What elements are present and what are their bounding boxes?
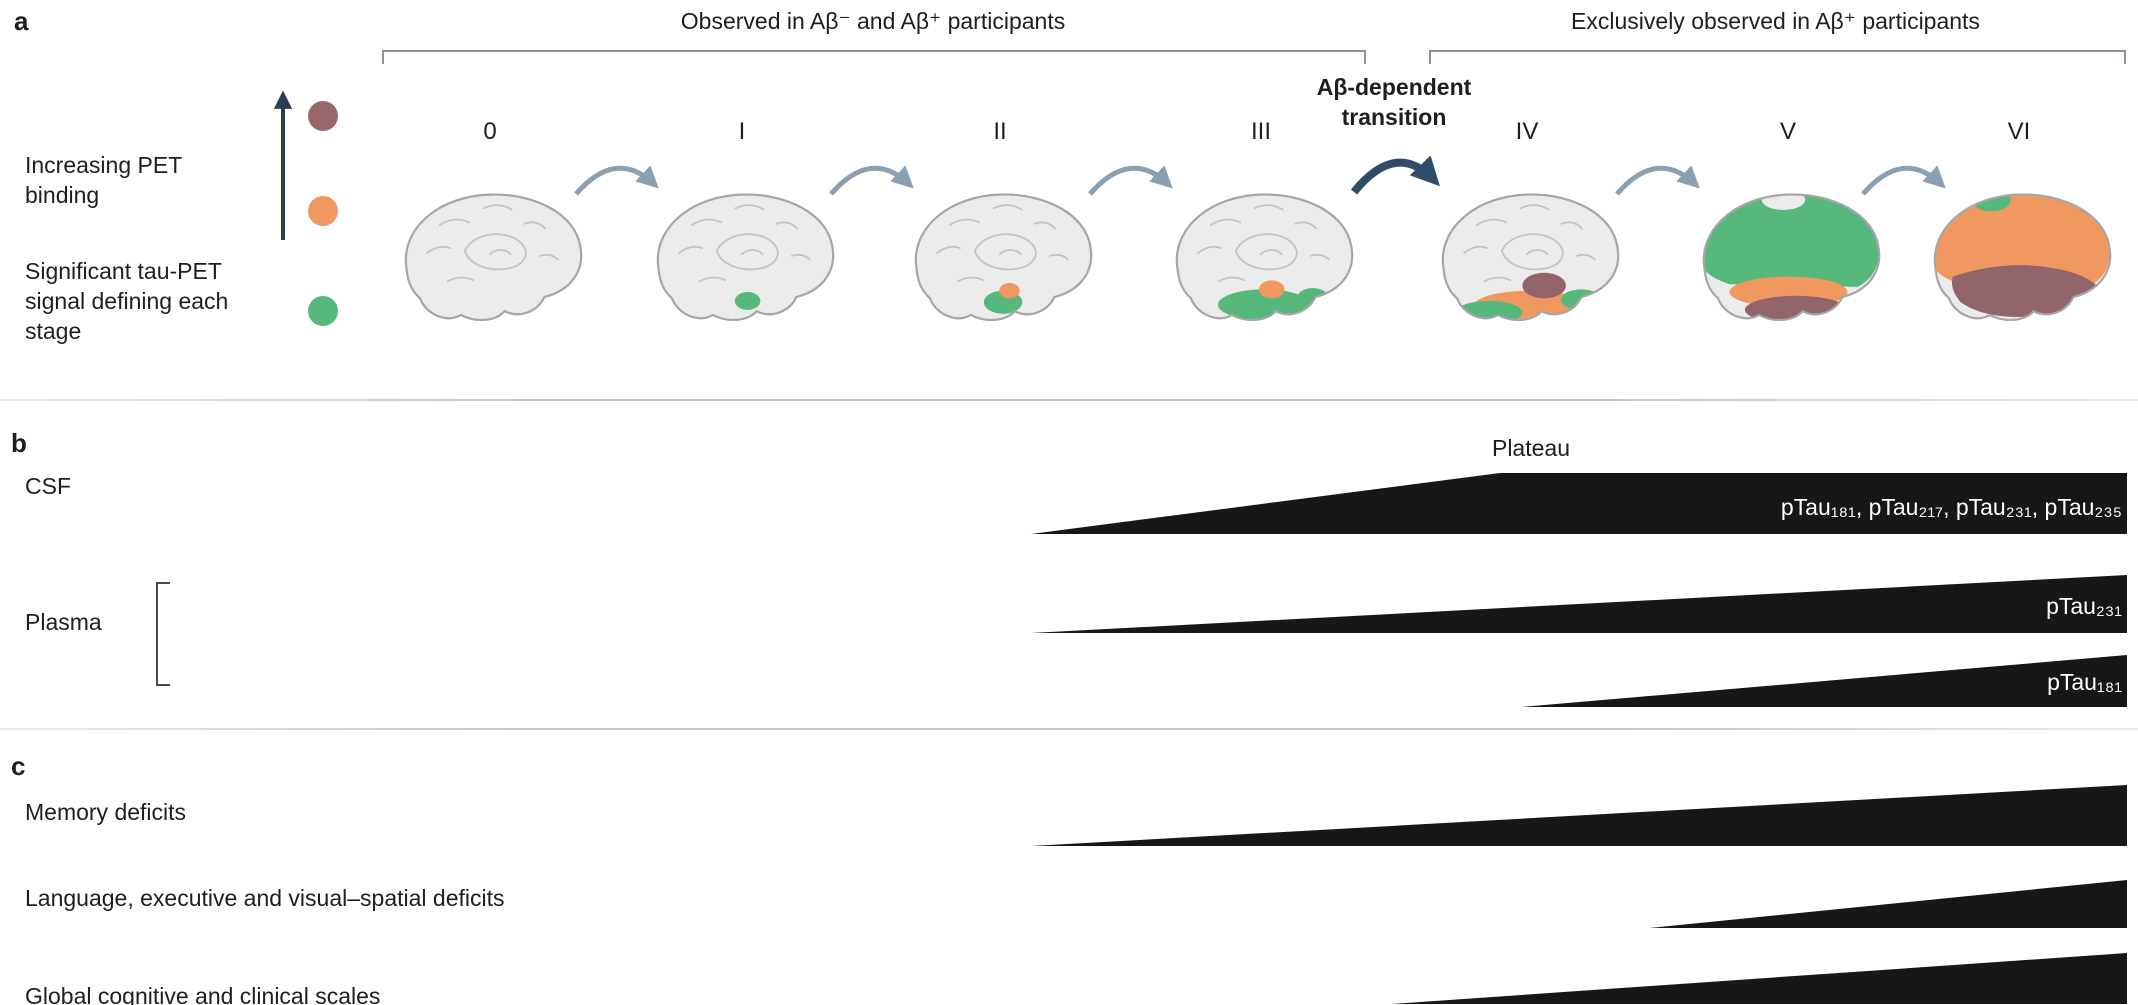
stage-0-label: 0 <box>483 118 497 145</box>
bracket-left-label: Observed in Aβ⁻ and Aβ⁺ participants <box>680 8 1066 34</box>
transition-label: Aβ-dependent transition <box>1316 74 1472 130</box>
brain-stage-5-illustration <box>1702 193 1880 321</box>
brain-stage-2-illustration <box>914 193 1092 321</box>
panel-separator-2 <box>0 728 2138 730</box>
stage-6-label: VI <box>2007 118 2031 145</box>
plasma-bracket <box>156 582 170 686</box>
memory-deficits-label: Memory deficits <box>25 799 187 825</box>
legend-label: Significant tau-PET signal defining each… <box>25 258 229 344</box>
stage-4-label: IV <box>1515 118 1539 145</box>
stage-2-label: II <box>993 118 1007 145</box>
stage-2: II <box>895 118 1105 332</box>
brain-stage-4-illustration <box>1441 193 1619 321</box>
memory-deficits-wedge <box>1031 785 2127 846</box>
bracket-right-label: Exclusively observed in Aβ⁺ participants <box>1571 8 1980 34</box>
stage-1: I <box>637 118 847 332</box>
increasing-binding-arrow <box>273 90 293 240</box>
arrow-1-to-2-icon <box>829 165 914 196</box>
stage-5: V <box>1683 118 1893 332</box>
stage-6: VI <box>1914 118 2124 332</box>
panel-a-label: a <box>14 6 29 36</box>
plasma-ptau231-wedge <box>1031 575 2127 633</box>
legend-dot-low <box>308 296 338 326</box>
stage-4: IV <box>1422 118 1632 332</box>
axis-label: Increasing PET binding <box>25 152 182 208</box>
stage-5-label: V <box>1779 118 1796 145</box>
legend-dot-mid <box>308 196 338 226</box>
brain-stage-6-illustration <box>1933 193 2111 321</box>
arrow-4-to-5-icon <box>1615 165 1700 196</box>
arrow-3-to-4-transition-icon <box>1350 155 1440 195</box>
arrow-2-to-3-icon <box>1088 165 1173 196</box>
plateau-label: Plateau <box>1491 435 1570 461</box>
brain-stage-3-illustration <box>1175 193 1353 321</box>
stage-3-label: III <box>1250 118 1271 145</box>
panel-b-label: b <box>11 428 27 458</box>
plasma-ptau231-label: pTau₂₃₁ <box>2046 593 2122 619</box>
brain-stage-0-illustration <box>404 193 582 321</box>
stage-1-label: I <box>738 118 746 145</box>
panel-c-label: c <box>11 751 26 781</box>
legend-dot-high <box>308 101 338 131</box>
plasma-ptau181-wedge <box>1521 655 2127 707</box>
panel-separator-1 <box>0 399 2138 401</box>
brain-stage-1-illustration <box>656 193 834 321</box>
global-scales-wedge <box>1391 953 2127 1004</box>
csf-wedge-label: pTau₁₈₁, pTau₂₁₇, pTau₂₃₁, pTau₂₃₅ <box>1780 494 2122 520</box>
arrow-0-to-1-icon <box>574 165 659 196</box>
bracket-right <box>1429 50 2126 64</box>
stage-3: III <box>1156 118 1366 332</box>
csf-row-label: CSF <box>25 473 71 499</box>
plasma-ptau181-label: pTau₁₈₁ <box>2047 669 2122 695</box>
csf-wedge <box>1031 473 2127 534</box>
stage-0: 0 <box>385 118 595 332</box>
plasma-row-label: Plasma <box>25 609 102 635</box>
language-deficits-label: Language, executive and visual–spatial d… <box>25 885 505 911</box>
language-deficits-wedge <box>1650 880 2127 928</box>
bracket-left <box>382 50 1366 64</box>
global-scales-label: Global cognitive and clinical scales <box>25 983 381 1005</box>
arrow-5-to-6-icon <box>1861 165 1946 196</box>
